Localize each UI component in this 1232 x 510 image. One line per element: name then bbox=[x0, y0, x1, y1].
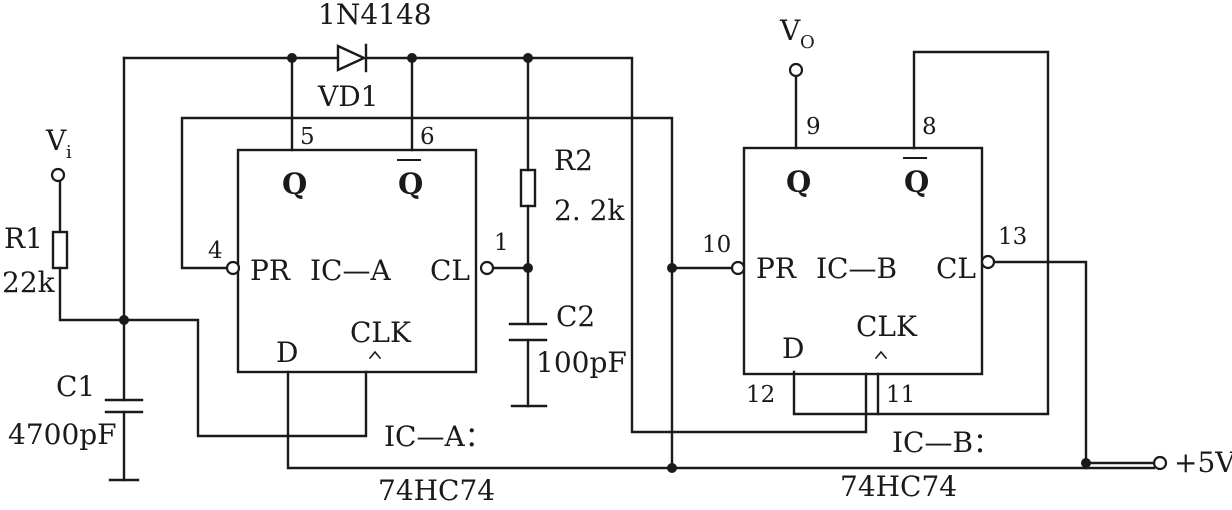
ic-a-q-label: Q bbox=[282, 167, 307, 201]
resistor-r1 bbox=[51, 230, 69, 270]
ic-a-pin-qbar: 6 bbox=[420, 124, 435, 150]
ic-b-pin-clk: 11 bbox=[886, 382, 915, 408]
wires bbox=[58, 50, 1156, 482]
ic-b-pin-q: 9 bbox=[806, 114, 821, 140]
diode-ref-label: VD1 bbox=[317, 80, 378, 113]
vi-label: V bbox=[45, 124, 67, 157]
supply-terminal bbox=[1152, 455, 1168, 471]
ic-b-pin-qbar: 8 bbox=[922, 114, 937, 140]
ic-b-clk-wedge bbox=[874, 350, 888, 360]
vo-label: V bbox=[779, 14, 801, 47]
ic-a-cl-label: CL bbox=[430, 254, 470, 287]
ic-a-title: IC—A bbox=[310, 254, 391, 287]
ic-b-pr-label: PR bbox=[756, 252, 797, 285]
ic-b-pin-d: 12 bbox=[746, 382, 775, 408]
r1-value-label: 22k bbox=[2, 266, 56, 299]
diode-vd1 bbox=[336, 43, 368, 73]
ic-b-caption: IC—B： bbox=[892, 426, 1001, 459]
ic-a-pr-label: PR bbox=[250, 254, 291, 287]
c2-value-label: 100pF bbox=[536, 346, 627, 379]
capacitor-c1 bbox=[104, 398, 144, 414]
c1-ref-label: C1 bbox=[56, 370, 95, 403]
supply-label: +5V bbox=[1174, 446, 1232, 479]
ic-a-clk-label: CLK bbox=[350, 316, 412, 349]
r2-value-label: 2. 2k bbox=[554, 194, 625, 227]
ic-a-clk-wedge bbox=[368, 350, 382, 360]
ic-b-qbar-label: Q bbox=[904, 165, 929, 199]
diode-triangle bbox=[336, 44, 367, 72]
ic-a-pin-pr: 4 bbox=[208, 238, 223, 264]
r1-ref-label: R1 bbox=[4, 222, 43, 255]
ic-b-part: 74HC74 bbox=[840, 470, 957, 503]
ic-a-part: 74HC74 bbox=[378, 474, 495, 505]
ic-a-pin-cl: 1 bbox=[494, 230, 509, 256]
vi-subscript: i bbox=[66, 142, 72, 163]
ic-a-d-label: D bbox=[276, 336, 298, 369]
vi-terminal bbox=[50, 167, 66, 183]
ic-a-qbar-label: Q bbox=[398, 167, 423, 201]
ic-b-clk-label: CLK bbox=[856, 310, 918, 343]
ic-a-pin-q: 5 bbox=[300, 124, 315, 150]
junction-dots bbox=[119, 53, 1091, 473]
ic-b-pr-bubble bbox=[730, 260, 746, 276]
ic-a-body bbox=[236, 148, 478, 374]
ic-a-pr-bubble bbox=[225, 260, 241, 276]
c2-ref-label: C2 bbox=[556, 300, 595, 333]
r2-ref-label: R2 bbox=[554, 144, 593, 177]
c1-value-label: 4700pF bbox=[8, 418, 117, 451]
ic-b-q-label: Q bbox=[786, 165, 811, 199]
ic-b-cl-label: CL bbox=[936, 252, 976, 285]
diode-part-label: 1N4148 bbox=[318, 0, 432, 31]
ic-b-title: IC—B bbox=[816, 252, 897, 285]
vo-subscript: O bbox=[800, 32, 815, 53]
ic-b-d-label: D bbox=[782, 332, 804, 365]
vo-terminal bbox=[788, 62, 804, 78]
ic-a-cl-bubble bbox=[479, 260, 495, 276]
ic-b-pin-cl: 13 bbox=[998, 224, 1027, 250]
resistor-r2 bbox=[519, 168, 537, 208]
ic-a-caption: IC—A： bbox=[384, 420, 493, 453]
ic-b-cl-bubble bbox=[980, 254, 996, 270]
ic-b-pin-pr: 10 bbox=[702, 232, 731, 258]
capacitor-c2 bbox=[508, 322, 548, 342]
